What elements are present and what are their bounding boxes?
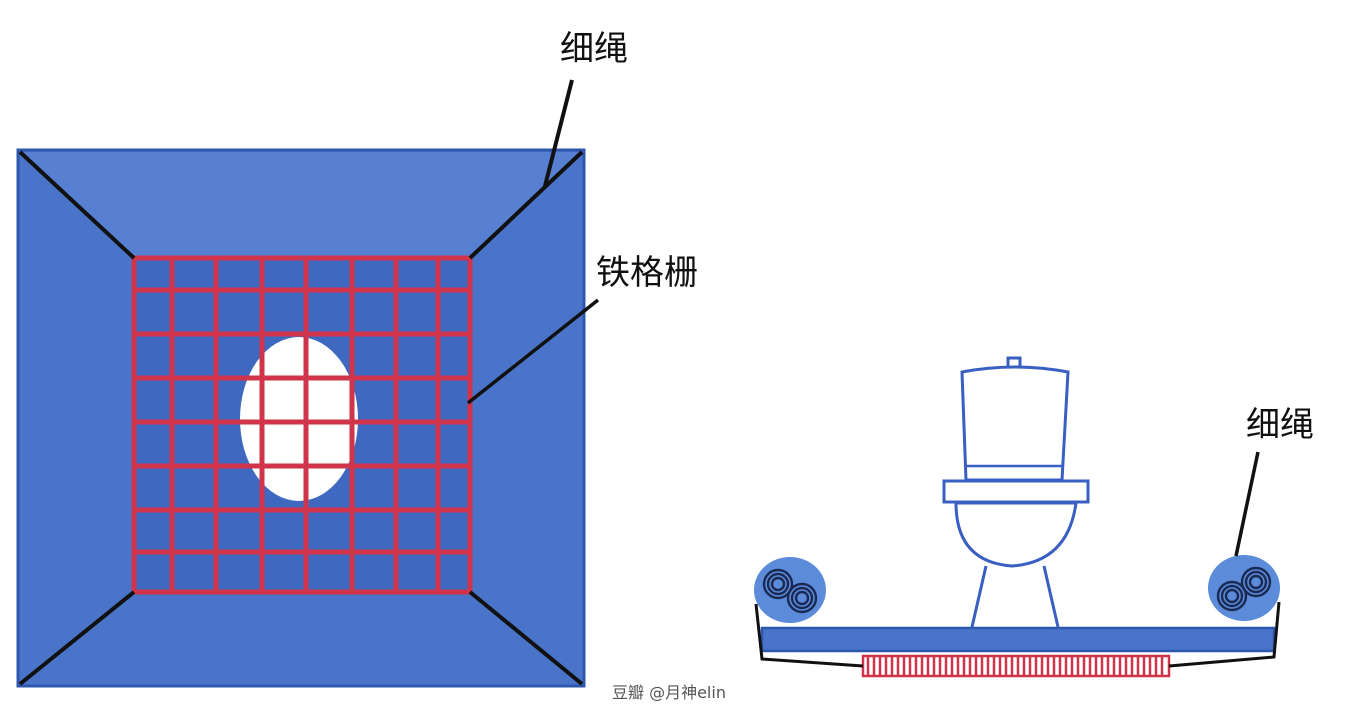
hole [240, 337, 358, 501]
rope-bottom-right [468, 590, 584, 686]
rope-top-left [18, 150, 136, 260]
leader-top-rope [543, 79, 574, 187]
label-grate: 铁格栅 [596, 253, 698, 293]
grate-strip-bars [866, 657, 1164, 675]
floor-board [760, 626, 1276, 653]
rope-coil-icon [1208, 555, 1280, 621]
watermark: 豆瓣 @月神elin [612, 683, 726, 702]
side-rope-right [1168, 601, 1281, 668]
rope-top-right [468, 150, 584, 260]
toilet-icon [942, 356, 1090, 628]
top-view [16, 79, 600, 688]
side-rope-left [754, 603, 864, 668]
label-top-rope: 细绳 [560, 29, 628, 69]
rope-bottom-left [18, 590, 136, 686]
tarp-top-face [20, 152, 582, 258]
corner-ropes [18, 150, 584, 686]
rope-coil-icon [754, 557, 826, 623]
leader-side-rope [1234, 451, 1260, 557]
label-side-rope: 细绳 [1246, 405, 1314, 445]
leader-grate [466, 298, 600, 405]
side-view [754, 356, 1281, 678]
iron-grate [131, 255, 473, 595]
